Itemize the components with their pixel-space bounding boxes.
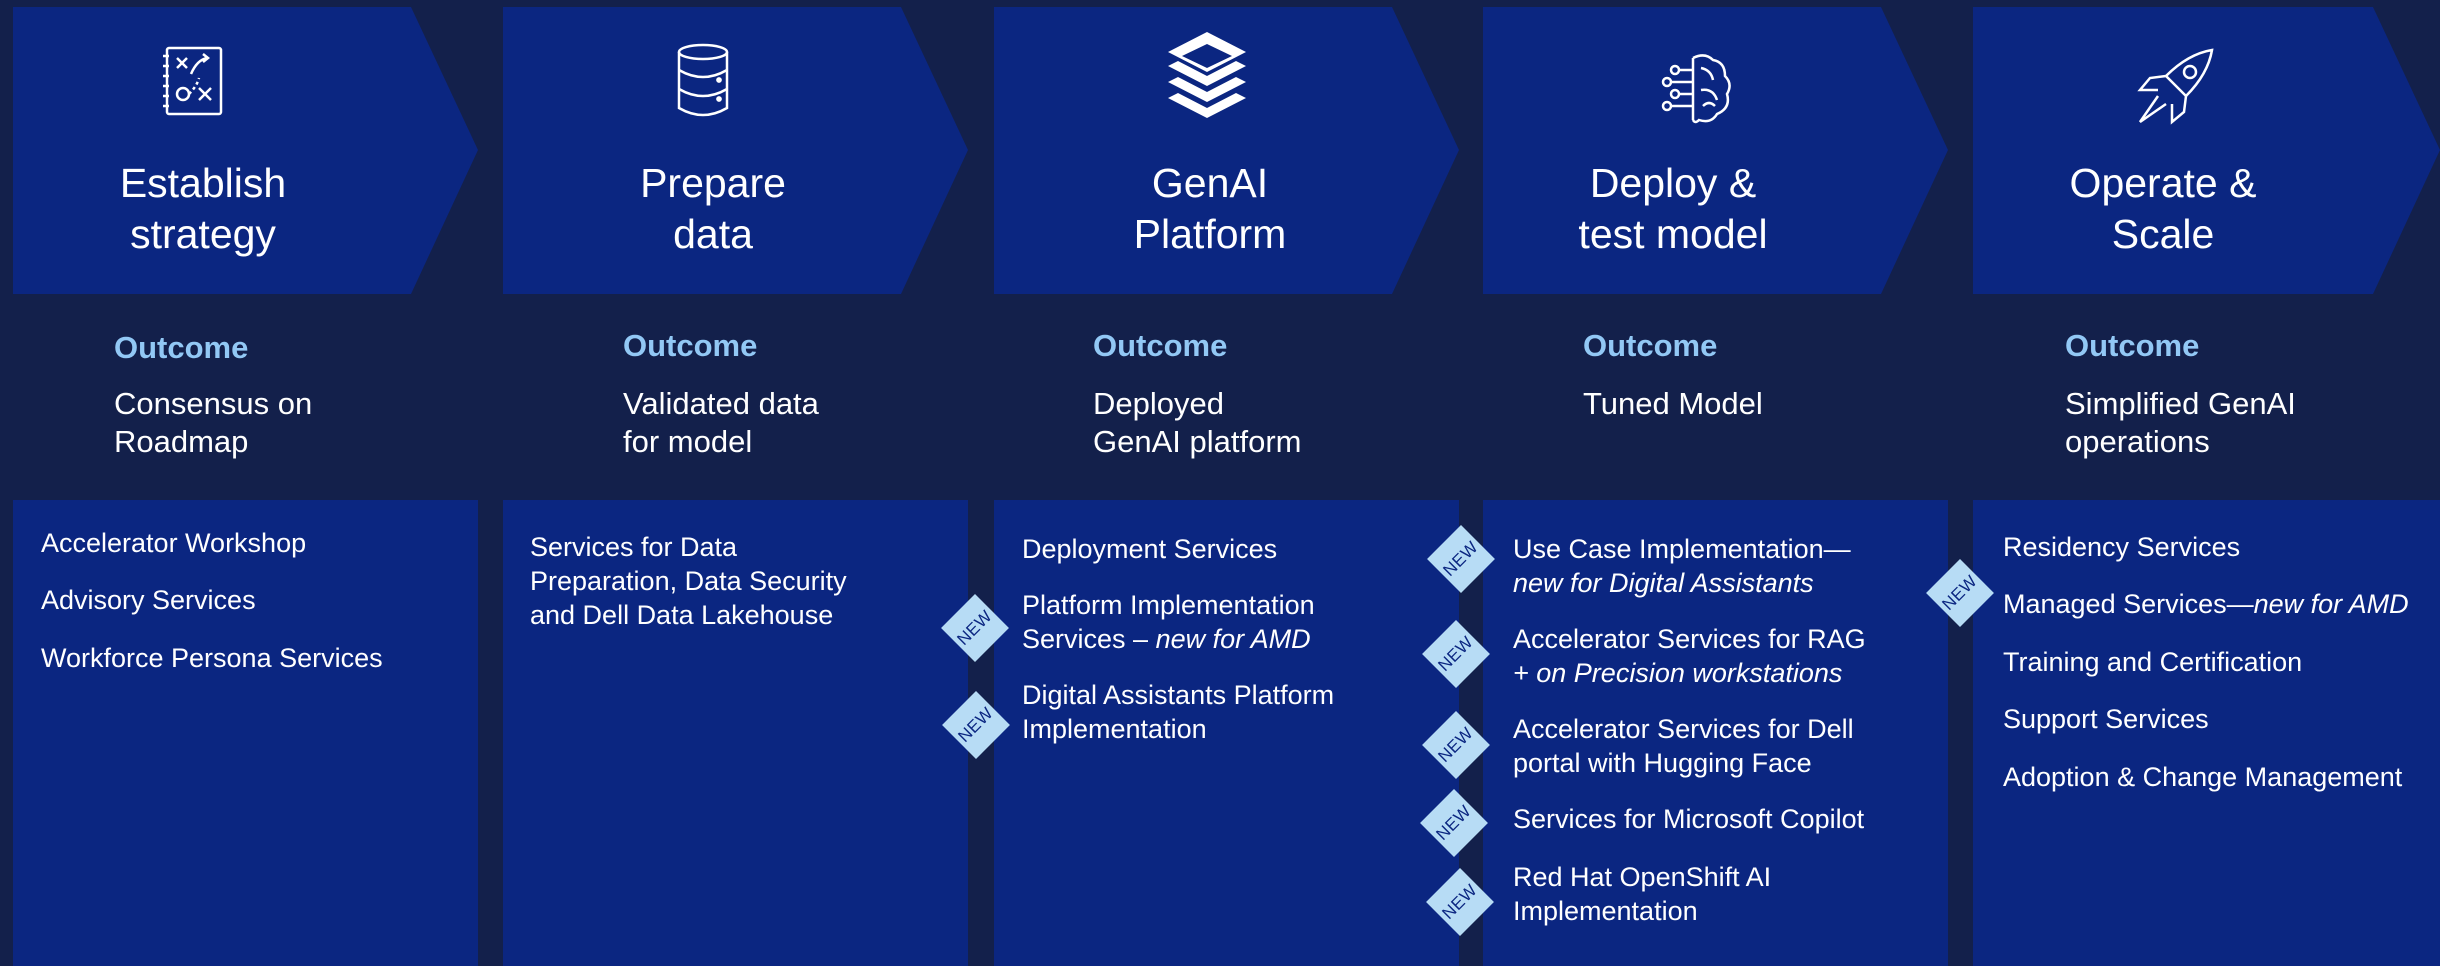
- outcome-label: Outcome: [2065, 328, 2200, 363]
- new-badge-label: NEW: [1438, 880, 1481, 923]
- stage-operate-scale: Operate & Scale Outcome Simplified GenAI…: [1973, 0, 2440, 966]
- new-badge: NEW: [1420, 789, 1488, 857]
- service-item: Accelerator Services for Dell portal wit…: [1513, 714, 1854, 778]
- service-item: Training and Certification: [2003, 647, 2303, 677]
- new-badge: NEW: [1427, 525, 1495, 593]
- services-panel: Residency Services Managed Services—new …: [1973, 500, 2440, 966]
- new-badge: NEW: [1926, 559, 1994, 627]
- service-text: Accelerator Services for RAG: [1513, 624, 1866, 654]
- new-badge-label: NEW: [1434, 632, 1477, 675]
- service-item: Adoption & Change Management: [2003, 762, 2403, 792]
- services-panel: Deployment Services Platform Implementat…: [994, 500, 1459, 966]
- service-item: Workforce Persona Services: [41, 643, 383, 673]
- new-badge-label: NEW: [1938, 571, 1981, 614]
- service-item: Support Services: [2003, 704, 2209, 734]
- new-badge: NEW: [941, 594, 1009, 662]
- stage-title: Operate & Scale: [2069, 160, 2257, 257]
- service-italic: new for AMD: [1155, 624, 1311, 654]
- stage-header-chevron: [13, 7, 478, 294]
- stage-genai-platform: GenAI Platform Outcome Deployed GenAI pl…: [994, 0, 1459, 966]
- outcome-text: Validated data for model: [623, 386, 819, 459]
- outcome-label: Outcome: [623, 328, 758, 363]
- service-item: Digital Assistants Platform Implementati…: [1022, 680, 1335, 744]
- new-badge: NEW: [1422, 620, 1490, 688]
- stage-title: GenAI Platform: [1133, 160, 1287, 257]
- outcome-text: Consensus on Roadmap: [114, 386, 313, 459]
- new-badge: NEW: [942, 691, 1010, 759]
- service-item: Managed Services—new for AMD: [2003, 587, 2409, 621]
- strategy-board-icon: [153, 42, 233, 122]
- service-item: Accelerator Services for RAG + on Precis…: [1513, 622, 1866, 690]
- services-panel: Services for Data Preparation, Data Secu…: [503, 500, 968, 966]
- stage-header-chevron: [1973, 7, 2440, 294]
- service-item: Accelerator Workshop: [41, 528, 307, 558]
- services-panel: Use Case Implementation— new for Digital…: [1483, 500, 1948, 966]
- service-item: Red Hat OpenShift AI Implementation: [1513, 862, 1772, 926]
- service-item: Deployment Services: [1022, 534, 1278, 564]
- service-italic: new for Digital Assistants: [1513, 568, 1814, 598]
- stage-deploy-test-model: Deploy & test model Outcome Tuned Model …: [1483, 0, 1948, 966]
- outcome-label: Outcome: [114, 330, 249, 365]
- outcome-text: Simplified GenAI operations: [2065, 386, 2296, 459]
- stage-title: Establish strategy: [119, 160, 287, 257]
- rocket-icon: [2128, 44, 2218, 134]
- services-panel: Accelerator Workshop Advisory Services W…: [13, 500, 478, 966]
- stage-establish-strategy: Establish strategy Outcome Consensus on …: [13, 0, 478, 966]
- database-icon: [673, 42, 733, 118]
- outcome-text: Deployed GenAI platform: [1093, 386, 1302, 459]
- outcome-label: Outcome: [1583, 328, 1718, 363]
- new-badge: NEW: [1426, 868, 1494, 936]
- new-badge-label: NEW: [1439, 537, 1482, 580]
- service-italic: + on Precision workstations: [1513, 658, 1843, 688]
- ai-brain-icon: [1653, 48, 1733, 128]
- stage-header-chevron: [1483, 7, 1948, 294]
- stacked-layers-icon: [1166, 30, 1248, 124]
- service-item: Residency Services: [2003, 532, 2241, 562]
- new-badge-label: NEW: [954, 703, 997, 746]
- service-text: Platform Implementation Services –: [1022, 590, 1315, 654]
- service-italic: new for AMD: [2253, 589, 2409, 619]
- new-badge-label: NEW: [953, 606, 996, 649]
- new-badge: NEW: [1422, 711, 1490, 779]
- outcome-text: Tuned Model: [1583, 386, 1763, 421]
- service-item: Platform Implementation Services – new f…: [1022, 588, 1315, 656]
- service-text: Use Case Implementation—: [1513, 534, 1851, 564]
- service-item: Services for Microsoft Copilot: [1513, 804, 1865, 834]
- service-item: Advisory Services: [41, 585, 256, 615]
- outcome-label: Outcome: [1093, 328, 1228, 363]
- stage-prepare-data: Prepare data Outcome Validated data for …: [503, 0, 968, 966]
- stage-title: Deploy & test model: [1578, 160, 1768, 257]
- service-item: Use Case Implementation— new for Digital…: [1513, 532, 1851, 600]
- stage-title: Prepare data: [640, 160, 786, 257]
- new-badge-label: NEW: [1432, 801, 1475, 844]
- stage-header-chevron: [503, 7, 968, 294]
- service-item: Services for Data Preparation, Data Secu…: [530, 532, 847, 630]
- service-text: Managed Services—: [2003, 589, 2254, 619]
